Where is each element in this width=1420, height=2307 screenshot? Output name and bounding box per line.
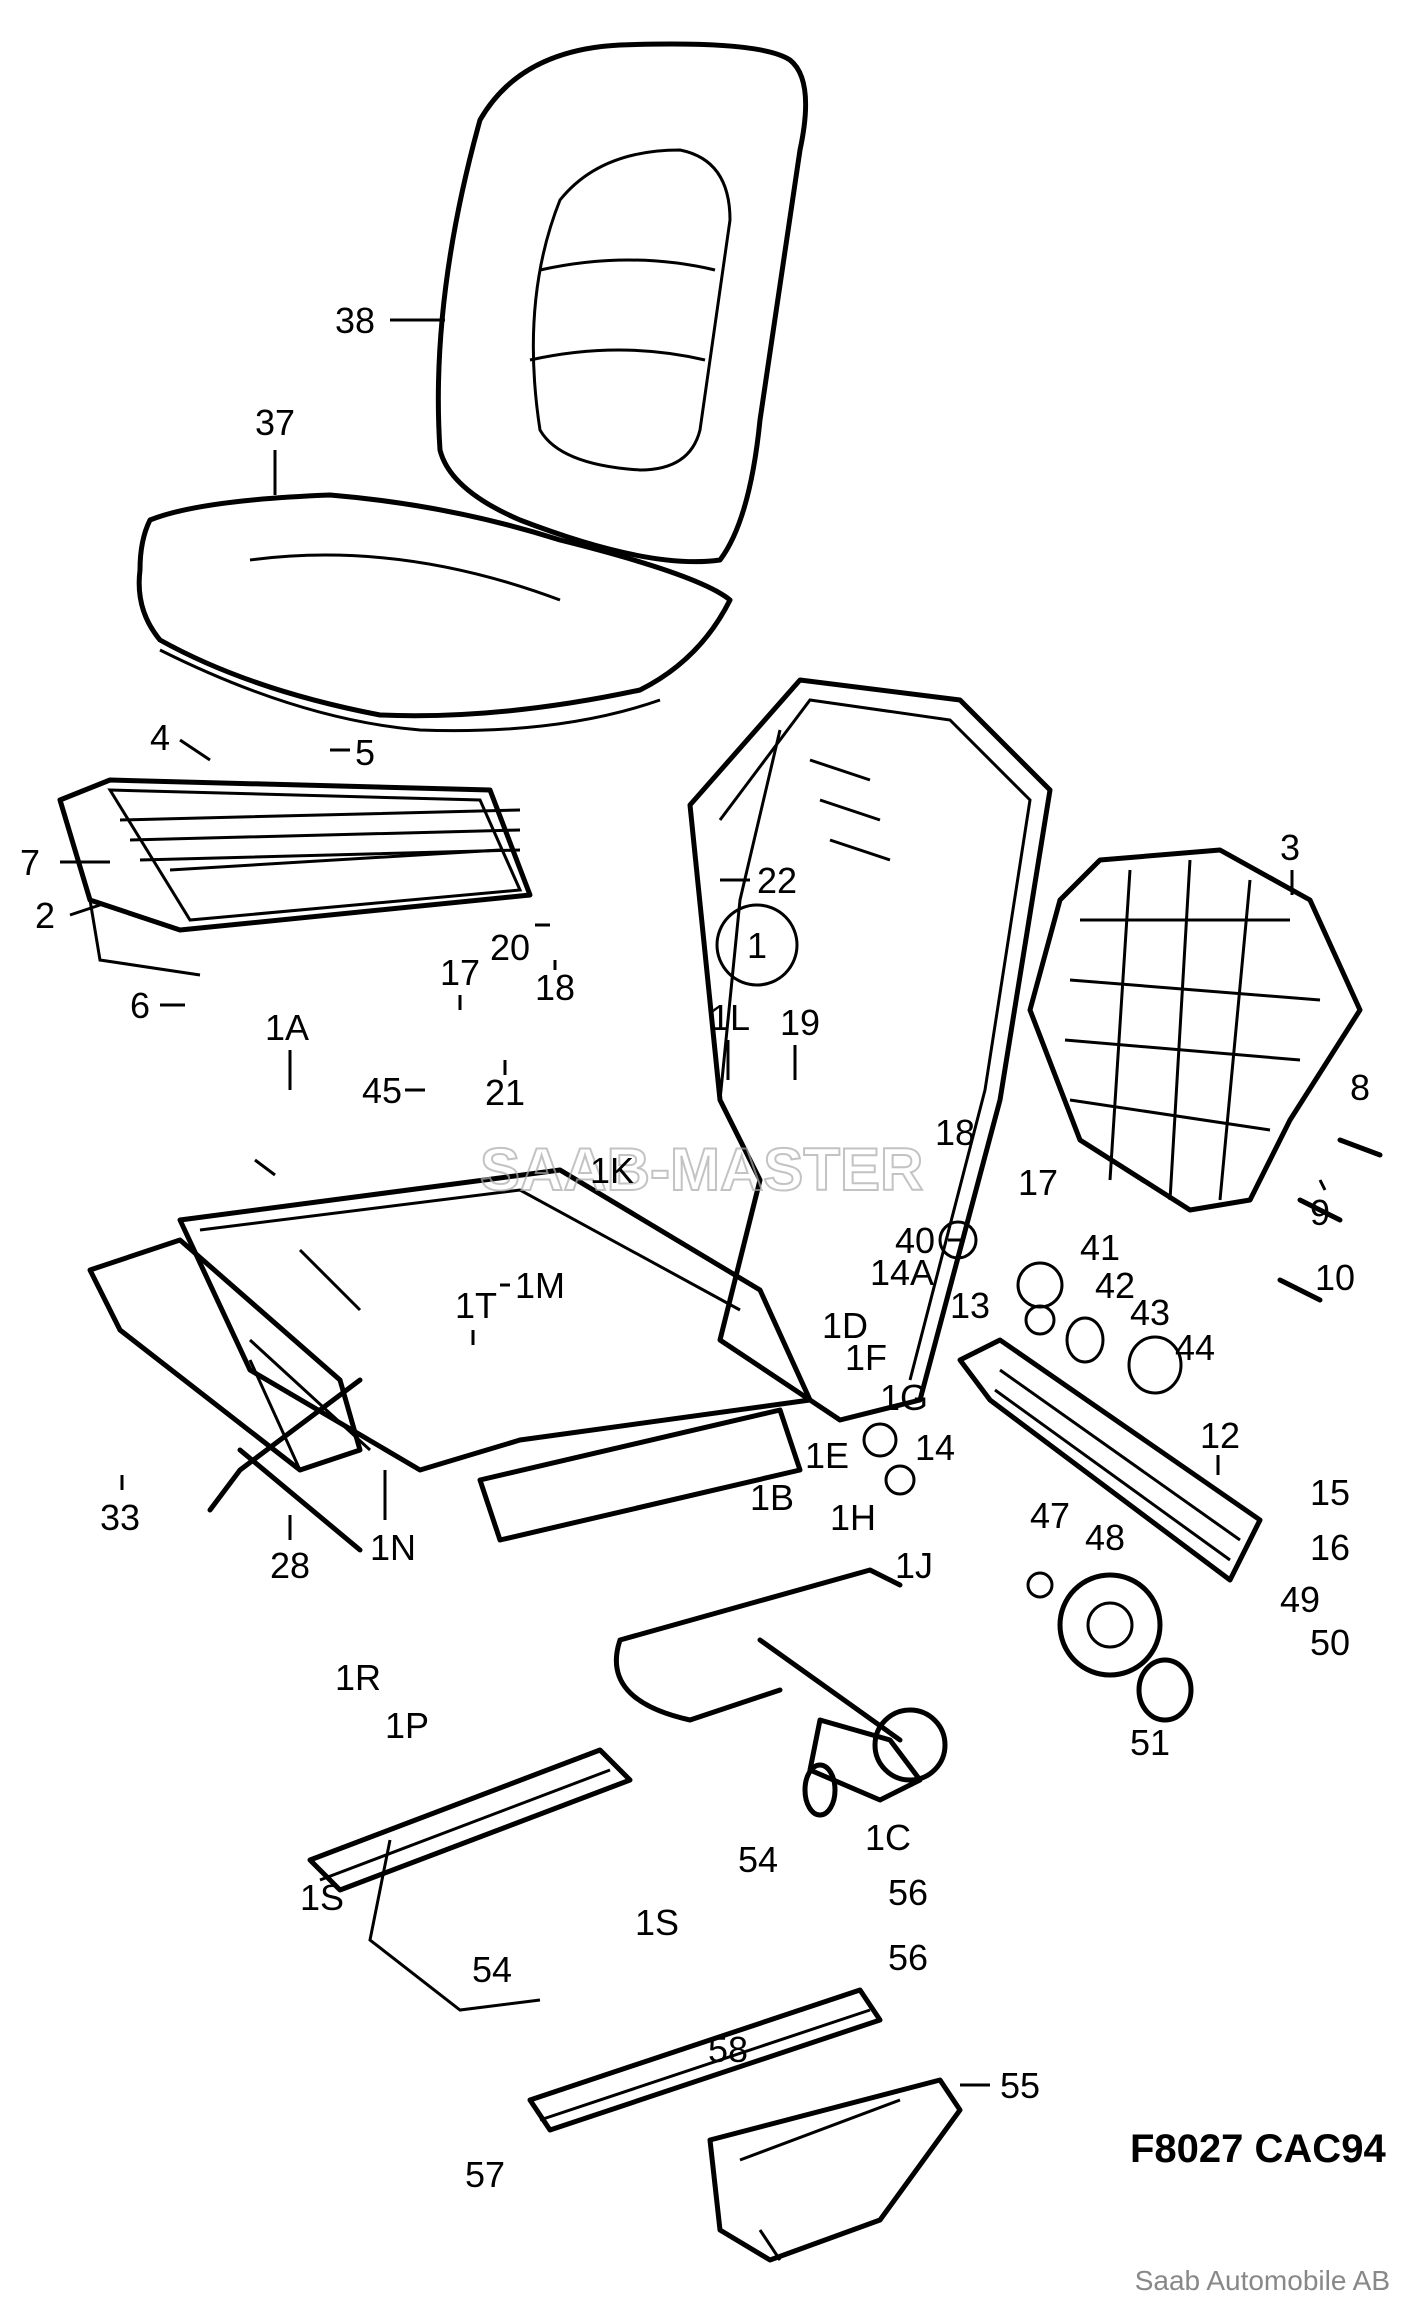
callout-1s-mid: 1S bbox=[635, 1902, 679, 1943]
callout-54-left: 54 bbox=[472, 1949, 512, 1990]
callout-1s-left: 1S bbox=[300, 1877, 344, 1918]
callout-16: 16 bbox=[1310, 1527, 1350, 1568]
callout-33: 33 bbox=[100, 1497, 140, 1538]
callout-1r: 1R bbox=[335, 1657, 381, 1698]
callout-43: 43 bbox=[1130, 1292, 1170, 1333]
backrest-frame bbox=[687, 677, 1053, 1423]
callout-14: 14 bbox=[915, 1427, 955, 1468]
callout-5: 5 bbox=[355, 732, 375, 773]
callout-47: 47 bbox=[1030, 1495, 1070, 1536]
callout-1l: 1L bbox=[710, 997, 750, 1038]
backrest-spring-mat bbox=[1027, 847, 1363, 1213]
small-hardware bbox=[254, 1137, 1383, 1599]
seat-spring-panel bbox=[57, 777, 533, 977]
callout-1n: 1N bbox=[370, 1527, 416, 1568]
callout-1k: 1K bbox=[590, 1150, 634, 1191]
callout-15: 15 bbox=[1310, 1472, 1350, 1513]
callout-1t: 1T bbox=[455, 1285, 497, 1326]
callout-51: 51 bbox=[1130, 1722, 1170, 1763]
recliner-cover-bar bbox=[957, 1337, 1263, 1583]
seat-cushion-cover bbox=[136, 492, 733, 733]
copyright-notice: Saab Automobile AB bbox=[1135, 2265, 1390, 2296]
callout-57: 57 bbox=[465, 2154, 505, 2195]
callout-38: 38 bbox=[335, 300, 375, 341]
callout-13: 13 bbox=[950, 1285, 990, 1326]
callout-10: 10 bbox=[1315, 1257, 1355, 1298]
callout-20: 20 bbox=[490, 927, 530, 968]
callout-1a: 1A bbox=[265, 1007, 309, 1048]
callout-28: 28 bbox=[270, 1545, 310, 1586]
circled-one bbox=[715, 903, 799, 987]
callout-1b: 1B bbox=[750, 1477, 794, 1518]
callout-18-left: 18 bbox=[535, 967, 575, 1008]
callout-45: 45 bbox=[362, 1070, 402, 1111]
callout-3: 3 bbox=[1280, 827, 1300, 868]
callout-1m: 1M bbox=[515, 1265, 565, 1306]
seat-bracket bbox=[707, 2077, 963, 2263]
callout-54-top: 54 bbox=[738, 1839, 778, 1880]
callout-1e: 1E bbox=[805, 1435, 849, 1476]
callout-56-bottom: 56 bbox=[888, 1937, 928, 1978]
callout-22: 22 bbox=[757, 860, 797, 901]
callout-7: 7 bbox=[20, 842, 40, 883]
callout-1f: 1F bbox=[845, 1337, 887, 1378]
callout-48: 48 bbox=[1085, 1517, 1125, 1558]
callout-4: 4 bbox=[150, 717, 170, 758]
callout-42: 42 bbox=[1095, 1265, 1135, 1306]
callout-50: 50 bbox=[1310, 1622, 1350, 1663]
circled-one-label: 1 bbox=[747, 925, 767, 966]
callout-40: 40 bbox=[895, 1220, 935, 1261]
callout-55: 55 bbox=[1000, 2065, 1040, 2106]
callout-2: 2 bbox=[35, 895, 55, 936]
callout-1d: 1D bbox=[822, 1305, 868, 1346]
callout-1p: 1P bbox=[385, 1705, 429, 1746]
callout-21: 21 bbox=[485, 1072, 525, 1113]
callout-12: 12 bbox=[1200, 1415, 1240, 1456]
callout-56-top: 56 bbox=[888, 1872, 928, 1913]
callout-9: 9 bbox=[1310, 1192, 1330, 1233]
callout-1h: 1H bbox=[830, 1497, 876, 1538]
callout-49: 49 bbox=[1280, 1579, 1320, 1620]
callout-37: 37 bbox=[255, 402, 295, 443]
figure-code: F8027 CAC94 bbox=[1130, 2127, 1386, 2171]
callout-19: 19 bbox=[780, 1002, 820, 1043]
seat-slide-rails bbox=[307, 1747, 883, 2133]
callout-17-right: 17 bbox=[1018, 1162, 1058, 1203]
callout-18-right: 18 bbox=[935, 1112, 975, 1153]
callout-6: 6 bbox=[130, 985, 150, 1026]
callout-17-left: 17 bbox=[440, 952, 480, 993]
seat-base-frame bbox=[87, 1167, 813, 1553]
callout-1c: 1C bbox=[865, 1817, 911, 1858]
callout-1j: 1J bbox=[895, 1545, 933, 1586]
adjuster-knob-assembly bbox=[613, 1567, 1194, 1818]
callout-1g: 1G bbox=[880, 1377, 928, 1418]
watermark: SAAB-MASTER bbox=[480, 1136, 923, 1203]
backrest-cover bbox=[435, 41, 809, 565]
callout-58: 58 bbox=[708, 2029, 748, 2070]
callout-14a: 14A bbox=[870, 1252, 934, 1293]
callout-44: 44 bbox=[1175, 1327, 1215, 1368]
callouts: 38 37 4 5 7 2 6 1A 17 20 18 21 45 22 1L … bbox=[20, 300, 1370, 2195]
callout-8-top: 8 bbox=[1350, 1067, 1370, 1108]
callout-41: 41 bbox=[1080, 1227, 1120, 1268]
